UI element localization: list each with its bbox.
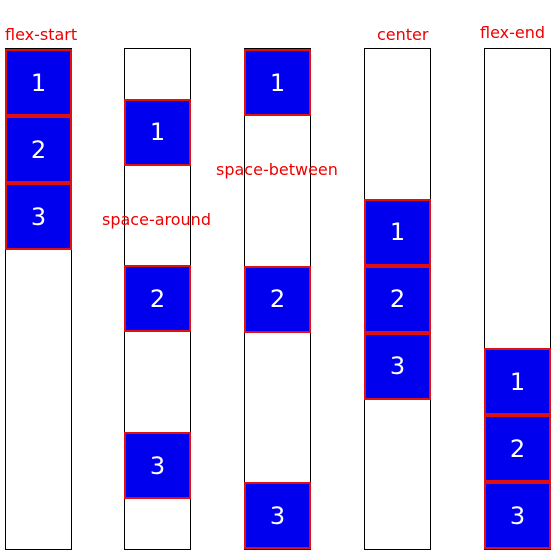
label-space-around: space-around <box>102 210 211 229</box>
flex-item: 1 <box>484 348 551 415</box>
flex-item: 1 <box>5 49 72 116</box>
container-flex-end: 1 2 3 <box>484 48 551 550</box>
label-center: center <box>377 25 429 44</box>
flex-item: 1 <box>124 98 191 166</box>
flex-item: 1 <box>364 198 431 266</box>
flex-item: 2 <box>484 415 551 482</box>
container-center: 1 2 3 <box>364 48 431 550</box>
flex-item: 3 <box>364 332 431 400</box>
flex-item: 3 <box>124 432 191 500</box>
flex-item: 2 <box>244 265 311 333</box>
label-flex-start: flex-start <box>5 25 78 44</box>
flex-item: 3 <box>244 482 311 549</box>
container-space-around: 1 2 3 <box>124 48 191 550</box>
flex-item: 3 <box>5 183 72 250</box>
container-flex-start: 1 2 3 <box>5 48 72 550</box>
label-space-between: space-between <box>216 160 338 179</box>
flex-item: 1 <box>244 49 311 116</box>
container-space-between: 1 2 3 <box>244 48 311 550</box>
flex-item: 2 <box>124 265 191 333</box>
label-flex-end: flex-end <box>480 23 546 42</box>
flex-item: 2 <box>5 116 72 183</box>
flex-item: 2 <box>364 265 431 333</box>
flex-item: 3 <box>484 482 551 549</box>
